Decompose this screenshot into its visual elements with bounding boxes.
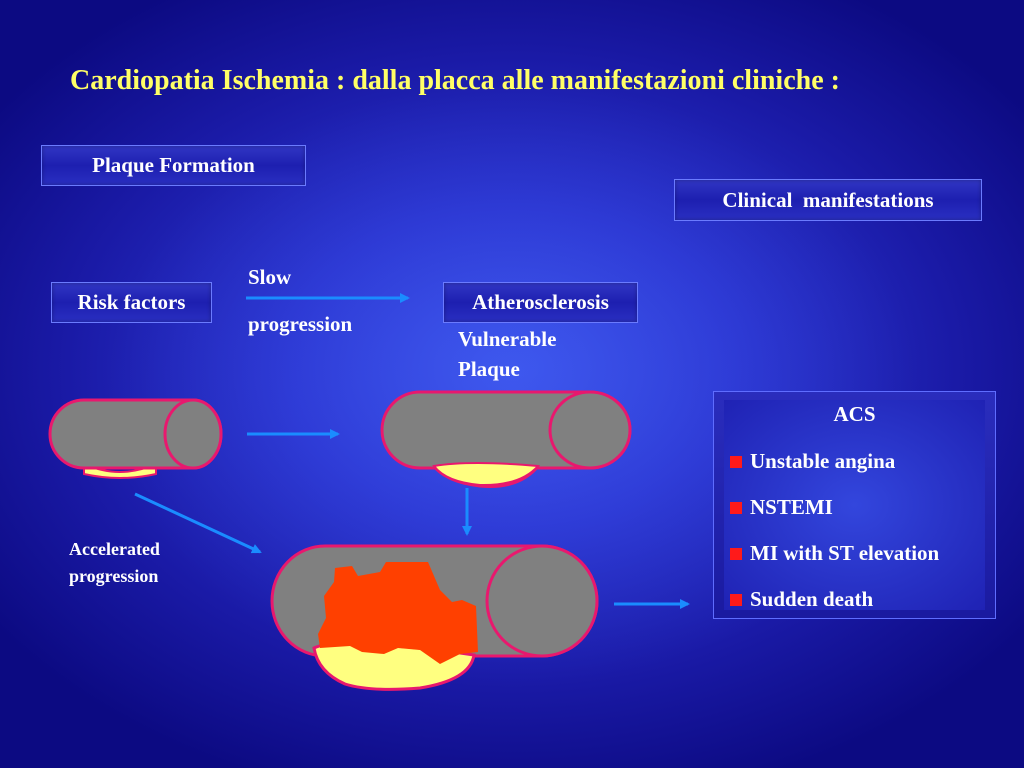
bullet-square-icon bbox=[730, 548, 742, 560]
acs-title: ACS bbox=[714, 402, 995, 427]
vessel-thrombus bbox=[272, 546, 597, 689]
vessel-vulnerable-end bbox=[550, 392, 630, 468]
acs-item-label: Sudden death bbox=[750, 587, 873, 612]
acs-item: Sudden death bbox=[730, 587, 873, 612]
accelerated-progression-arrow bbox=[135, 494, 260, 552]
vessel-normal-end bbox=[165, 400, 221, 468]
vessel-thrombus-end bbox=[487, 546, 597, 656]
vessel-normal bbox=[50, 400, 221, 478]
bullet-square-icon bbox=[730, 456, 742, 468]
vessel-vulnerable-plaque-front bbox=[434, 463, 538, 485]
acs-item: MI with ST elevation bbox=[730, 541, 939, 566]
acs-item-label: NSTEMI bbox=[750, 495, 833, 520]
bullet-square-icon bbox=[730, 502, 742, 514]
acs-item-label: Unstable angina bbox=[750, 449, 895, 474]
acs-item-label: MI with ST elevation bbox=[750, 541, 939, 566]
acs-box: ACS Unstable angina NSTEMI MI with ST el… bbox=[713, 391, 996, 619]
bullet-square-icon bbox=[730, 594, 742, 606]
acs-item: Unstable angina bbox=[730, 449, 895, 474]
vessel-vulnerable bbox=[382, 392, 630, 487]
acs-item: NSTEMI bbox=[730, 495, 833, 520]
